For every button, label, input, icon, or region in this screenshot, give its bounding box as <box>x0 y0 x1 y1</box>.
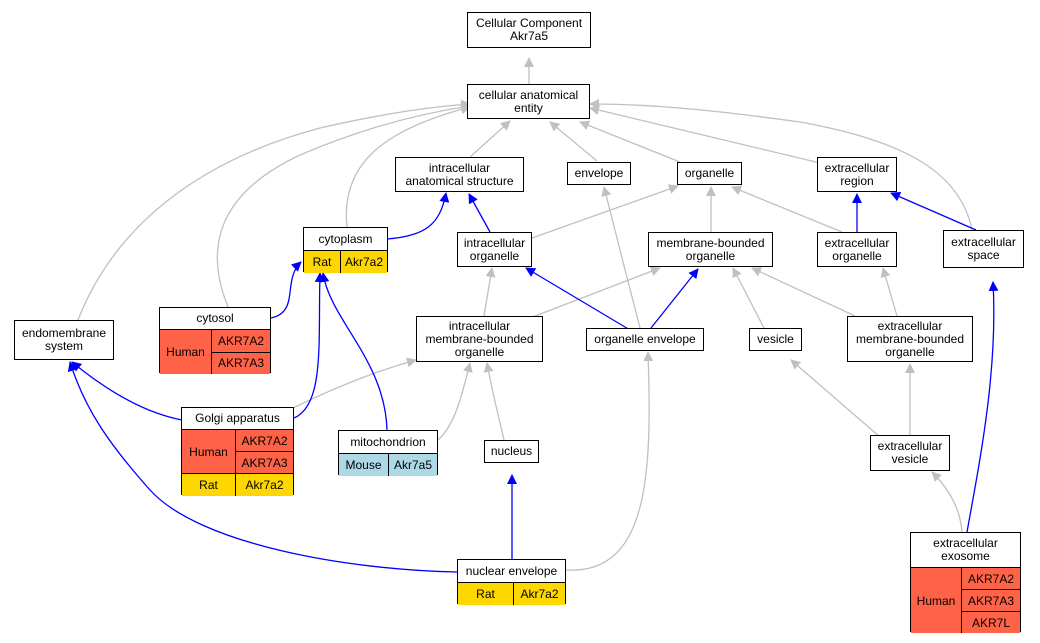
gene-label: AKR7A3 <box>236 451 293 473</box>
species-group: Rat Akr7a2 <box>304 251 387 273</box>
node-cytosol: cytosol Human AKR7A2 AKR7A3 <box>159 307 271 374</box>
gene-label: AKR7A2 <box>217 333 265 348</box>
species-group: Human AKR7A2 AKR7A3 <box>160 330 270 374</box>
edge-mitochondrion-to-cytoplasm <box>319 272 388 431</box>
node-title: cytoplasm <box>304 228 387 251</box>
gene-label: Akr7a2 <box>344 255 384 269</box>
edge-golgi-to-cytoplasm <box>293 272 325 419</box>
edge-vesicle-to-mbo <box>732 267 765 329</box>
gene-label: AKR7A3 <box>212 351 270 375</box>
node-vesicle: vesicle <box>749 328 802 351</box>
gene-label: Akr7a2 <box>520 587 559 601</box>
node-nucleus: nucleus <box>484 440 539 463</box>
edge-golgi-to-imbo <box>292 357 417 409</box>
edge-cytosol-to-cae <box>216 102 471 308</box>
edge-organelle-to-cae <box>579 120 681 163</box>
edge-cytoplasm-to-ias <box>386 192 450 240</box>
species-group: Human AKR7A2 AKR7A3 <box>182 430 293 473</box>
edge-embo-to-mbo <box>751 267 856 317</box>
edge-exosome-to-ev <box>931 471 963 533</box>
edge-cytosol-to-cytoplasm <box>270 261 302 319</box>
edge-exosome-to-extracellular-space <box>966 281 999 533</box>
gene-label: Akr7a2 <box>245 478 284 492</box>
node-mitochondrion: mitochondrion Mouse Akr7a5 <box>338 430 438 476</box>
edge-ias-to-cae <box>469 120 511 158</box>
species-group: Mouse Akr7a5 <box>339 454 437 476</box>
edge-extracellular-space-to-extracellular-region <box>890 192 977 231</box>
edge-io-to-ias <box>468 193 491 233</box>
gene-label: AKR7A3 <box>962 589 1020 611</box>
edge-organelle-envelope-to-mbo <box>650 268 699 329</box>
node-intracellular-anatomical-structure: intracellular anatomical structure <box>395 157 524 192</box>
edge-golgi-to-endomembrane <box>71 361 183 421</box>
node-extracellular-membrane-bounded-organelle: extracellular membrane-bounded organelle <box>847 316 973 362</box>
edge-imbo-to-io <box>483 267 496 317</box>
species-label: Human <box>160 330 212 374</box>
edge-ev-to-vesicle <box>790 359 881 438</box>
edge-nucleus-to-imbo <box>483 362 505 441</box>
node-title: extracellular exosome <box>911 533 1020 568</box>
node-organelle: organelle <box>677 162 742 185</box>
edge-embo-to-eo <box>880 267 898 317</box>
node-extracellular-vesicle: extracellular vesicle <box>870 435 950 471</box>
species-label: Rat <box>304 251 341 273</box>
edge-io-to-organelle <box>531 184 679 239</box>
edge-cytoplasm-to-cae <box>345 104 471 228</box>
node-intracellular-membrane-bounded-organelle: intracellular membrane-bounded organelle <box>416 316 543 362</box>
node-organelle-envelope: organelle envelope <box>586 328 704 351</box>
node-extracellular-region: extracellular region <box>817 157 897 192</box>
node-cellular-component-root: Cellular Component Akr7a5 <box>467 12 591 48</box>
node-envelope: envelope <box>567 162 631 185</box>
edge-nuclear-envelope-to-organelle-envelope <box>565 351 654 571</box>
species-group: Rat Akr7a2 <box>182 473 293 496</box>
node-golgi-apparatus: Golgi apparatus Human AKR7A2 AKR7A3 Rat … <box>181 407 294 496</box>
edge-envelope-to-cae <box>549 121 598 162</box>
node-cytoplasm: cytoplasm Rat Akr7a2 <box>303 227 388 273</box>
node-title: Golgi apparatus <box>182 408 293 430</box>
node-extracellular-exosome: extracellular exosome Human AKR7A2 AKR7A… <box>910 532 1021 633</box>
node-title: mitochondrion <box>339 431 437 454</box>
edge-organelle-envelope-to-envelope <box>601 186 641 329</box>
node-title: nuclear envelope <box>458 560 565 583</box>
species-group: Human AKR7A2 AKR7A3 AKR7L <box>911 568 1020 633</box>
species-label: Human <box>182 430 236 473</box>
edge-imbo-to-mbo <box>529 266 661 319</box>
edge-eo-to-organelle <box>731 185 843 233</box>
node-intracellular-organelle: intracellular organelle <box>457 232 532 267</box>
node-extracellular-organelle: extracellular organelle <box>817 232 897 267</box>
species-label: Mouse <box>339 454 389 476</box>
node-cellular-anatomical-entity: cellular anatomical entity <box>467 84 590 119</box>
species-label: Human <box>911 568 962 633</box>
species-group: Rat Akr7a2 <box>458 583 565 605</box>
edge-mitochondrion-to-imbo <box>437 362 473 441</box>
gene-label: AKR7L <box>962 611 1020 633</box>
node-title: cytosol <box>160 308 270 330</box>
edge-extracellular-space-to-cae <box>589 99 973 231</box>
species-label: Rat <box>182 474 236 496</box>
gene-label: Akr7a5 <box>393 458 433 472</box>
edge-nuclear-envelope-to-endomembrane <box>67 361 458 573</box>
node-membrane-bounded-organelle: membrane-bounded organelle <box>648 232 773 267</box>
edge-organelle-envelope-to-io <box>525 267 631 331</box>
edge-endomembrane-to-cae <box>77 99 471 321</box>
node-endomembrane-system: endomembrane system <box>14 320 114 360</box>
node-extracellular-space: extracellular space <box>943 230 1024 268</box>
species-label: Rat <box>458 583 514 605</box>
gene-label: AKR7A2 <box>967 571 1015 586</box>
node-nuclear-envelope: nuclear envelope Rat Akr7a2 <box>457 559 566 605</box>
gene-label: AKR7A2 <box>241 433 288 448</box>
edge-extracellular-region-to-cae <box>589 105 821 164</box>
